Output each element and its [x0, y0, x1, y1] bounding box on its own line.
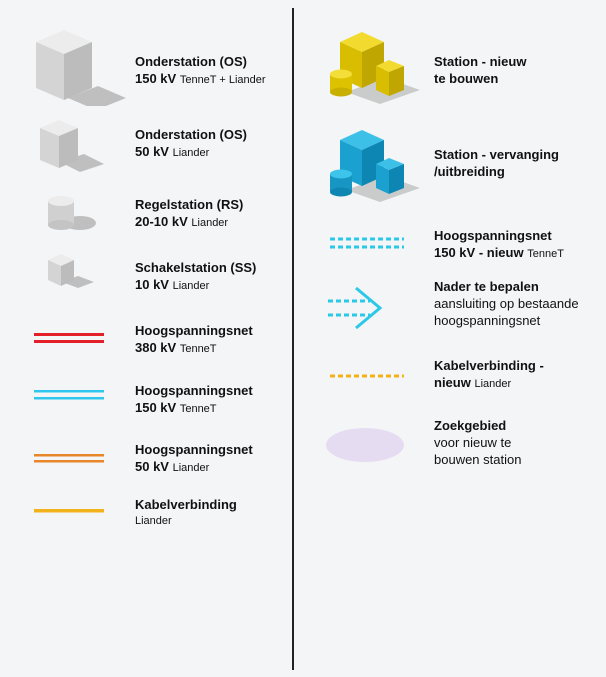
yellow-station-cluster-icon [326, 24, 422, 104]
column-divider [292, 8, 294, 670]
kabel-label: Kabelverbinding Liander [135, 497, 237, 527]
small-grey-cube-icon [44, 252, 96, 292]
os150-label: Onderstation (OS) 150 kV TenneT + Liande… [135, 54, 266, 86]
ellipse-area-icon [324, 425, 408, 465]
cyan-dashed-double-line-icon [330, 235, 404, 251]
amber-line-icon [34, 507, 104, 515]
rs-label: Regelstation (RS) 20-10 kV Liander [135, 197, 244, 229]
amber-dashed-line-icon [330, 372, 404, 380]
hs150-label: Hoogspanningsnet 150 kV TenneT [135, 383, 253, 415]
orange-double-line-icon [34, 452, 104, 466]
hs380-label: Hoogspanningsnet 380 kV TenneT [135, 323, 253, 355]
hs150nieuw-label: Hoogspanningsnet 150 kV - nieuw TenneT [434, 228, 564, 260]
os50-label: Onderstation (OS) 50 kV Liander [135, 127, 247, 159]
red-double-line-icon [34, 331, 104, 345]
hs50-label: Hoogspanningsnet 50 kV Liander [135, 442, 253, 474]
large-grey-cube-icon [28, 28, 126, 106]
nader-label: Nader te bepalen aansluiting op bestaand… [434, 279, 579, 328]
kabelnieuw-label: Kabelverbinding - nieuw Liander [434, 358, 544, 390]
dashed-arrow-icon [326, 286, 386, 330]
cyan-double-line-icon [34, 388, 104, 402]
zoek-label: Zoekgebied voor nieuw te bouwen station [434, 418, 522, 467]
grey-cylinder-icon [44, 193, 100, 237]
medium-grey-cube-icon [36, 118, 106, 176]
station-nieuw-label: Station - nieuw te bouwen [434, 54, 527, 86]
station-vervanging-label: Station - vervanging /uitbreiding [434, 147, 559, 179]
ss-label: Schakelstation (SS) 10 kV Liander [135, 260, 257, 292]
blue-station-cluster-icon [326, 122, 422, 202]
